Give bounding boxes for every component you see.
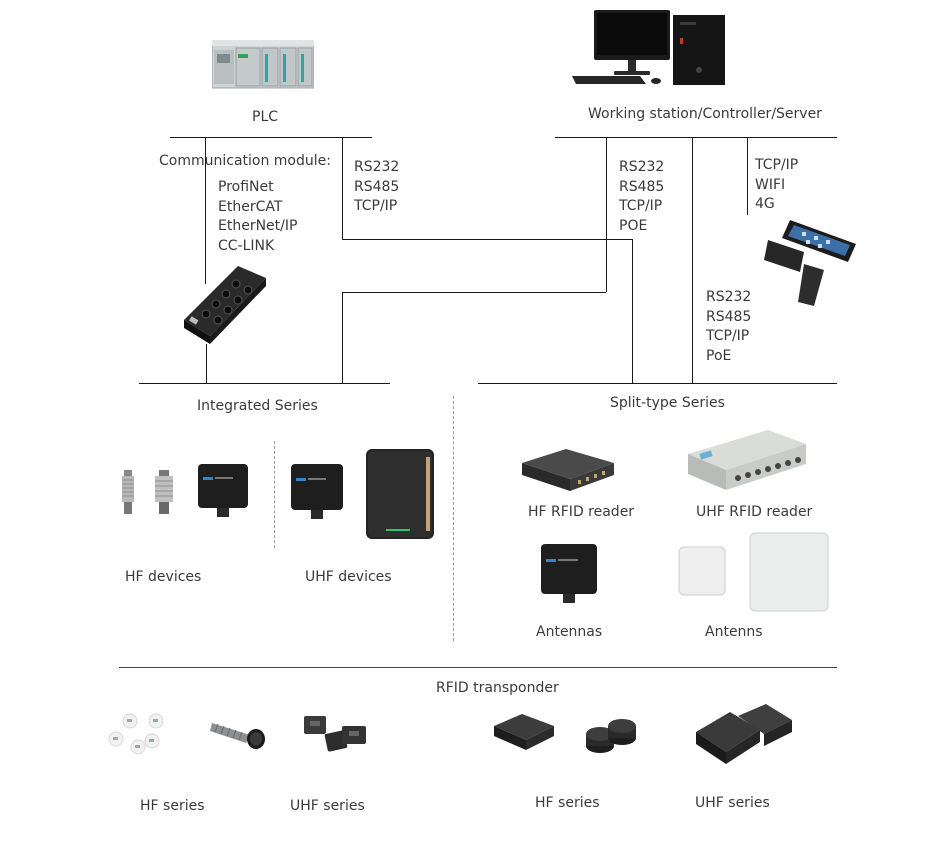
uhf-reader-block-image [290, 463, 344, 521]
wireless-wifi: WIFI [755, 176, 786, 193]
plc-serial-list: RS232 RS485 TCP/IP [354, 158, 399, 217]
protocol-profinet: ProfiNet [218, 179, 274, 195]
module-to-integrated-line [206, 344, 207, 383]
uhf-rfid-reader-image [684, 428, 810, 494]
handheld-reader-image [760, 216, 860, 308]
transponder-hf-series-1: HF series [140, 798, 205, 814]
workstation-label: Working station/Controller/Server [588, 106, 822, 122]
workstation-image [570, 10, 730, 86]
series-divider [453, 396, 454, 641]
uhf-antenna-large-image [749, 532, 829, 612]
plc-label: PLC [252, 109, 279, 125]
plc-serial-drop-line [342, 137, 343, 240]
split-drop-line [632, 239, 633, 383]
hf-sensor-large-image [154, 470, 174, 518]
handheld-poe: PoE [706, 348, 732, 365]
hf-rfid-reader-label: HF RFID reader [528, 504, 635, 520]
server-serial-tcpip: TCP/IP [619, 198, 663, 215]
wireless-drop-line [747, 137, 748, 215]
plc-serial-rs232: RS232 [354, 159, 400, 175]
integrated-series-title: Integrated Series [197, 398, 318, 414]
handheld-tcpip: TCP/IP [706, 328, 750, 345]
split-series-title: Split-type Series [610, 395, 725, 411]
rfid-transponder-title: RFID transponder [436, 680, 559, 696]
handheld-rs232: RS232 [706, 289, 752, 305]
server-integrated-drop-line [342, 292, 343, 383]
wireless-4g: 4G [755, 196, 775, 213]
hf-devices-label: HF devices [125, 569, 202, 585]
protocol-cc-link: CC-LINK [218, 238, 275, 255]
transponder-uhf-series-2: UHF series [695, 795, 770, 811]
communication-module-image [176, 262, 272, 346]
server-serial-rs232: RS232 [619, 159, 665, 175]
hf-uhf-divider [274, 441, 275, 548]
server-to-integrated-line [342, 292, 606, 293]
server-serial-drop-line [606, 137, 607, 292]
communication-module-title: Communication module: [159, 153, 331, 169]
server-split-drop-line [692, 137, 693, 383]
transponder-bus-line [119, 667, 837, 668]
plc-to-split-line [342, 239, 632, 240]
uhf-small-tags-image [302, 714, 368, 754]
plc-bus-line [170, 137, 372, 138]
protocol-ethercat: EtherCAT [218, 198, 283, 215]
plc-image [212, 40, 314, 90]
split-bus-line [478, 383, 837, 384]
hf-sensor-small-image [121, 470, 135, 518]
hf-rfid-reader-image [520, 447, 616, 495]
plc-serial-tcpip: TCP/IP [354, 198, 398, 215]
uhf-rfid-reader-label: UHF RFID reader [696, 504, 813, 520]
protocol-ethernet-ip: EtherNet/IP [218, 218, 298, 235]
module-drop-line [205, 137, 206, 284]
transponder-uhf-series-1: UHF series [290, 798, 365, 814]
hf-bolt-tag-image [210, 717, 266, 751]
plc-serial-rs485: RS485 [354, 178, 400, 195]
hf-disc-tags-image [104, 712, 168, 756]
server-serial-poe: POE [619, 218, 648, 235]
wireless-tcpip: TCP/IP [755, 157, 799, 173]
server-bus-line [555, 137, 837, 138]
antennas-left-label: Antennas [536, 624, 603, 640]
server-serial-rs485: RS485 [619, 178, 665, 195]
antennas-right-label: Antenns [705, 624, 763, 640]
hf-puck-tags-image [582, 716, 640, 758]
uhf-rugged-tags-image [694, 702, 794, 768]
transponder-hf-series-2: HF series [535, 795, 600, 811]
handheld-link-list: RS232 RS485 TCP/IP PoE [706, 288, 751, 367]
uhf-panel-reader-image [364, 447, 436, 541]
server-serial-list: RS232 RS485 TCP/IP POE [619, 158, 664, 237]
hf-reader-block-image [197, 463, 249, 519]
communication-protocol-list: ProfiNet EtherCAT EtherNet/IP CC-LINK [218, 178, 297, 257]
integrated-bus-line [139, 383, 390, 384]
uhf-antenna-small-image [678, 546, 726, 596]
hf-antenna-image [540, 543, 598, 605]
handheld-rs485: RS485 [706, 308, 752, 325]
hf-rugged-tag-image [492, 712, 556, 752]
wireless-list: TCP/IP WIFI 4G [755, 156, 798, 215]
uhf-devices-label: UHF devices [305, 569, 392, 585]
